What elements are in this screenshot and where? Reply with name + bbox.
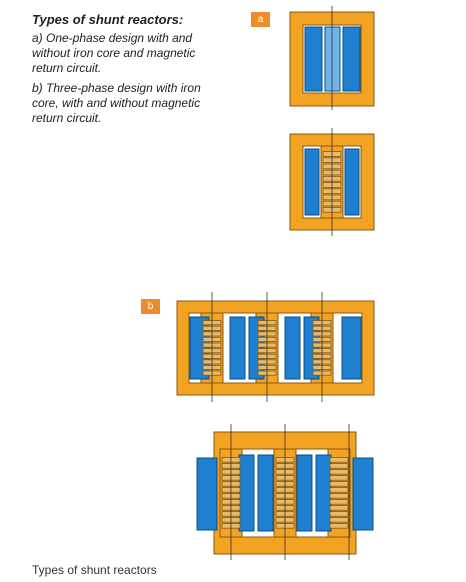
coil-winding xyxy=(324,26,341,92)
panel-label-b: b xyxy=(141,299,160,314)
single-phase-no-gap-reactor xyxy=(289,6,375,110)
core-gap-block xyxy=(329,487,349,493)
coil-winding xyxy=(196,457,218,531)
coil-winding xyxy=(315,454,332,532)
caption-block: Types of shunt reactors: a) One-phase de… xyxy=(32,12,202,131)
single-phase-gapped-reactor xyxy=(289,128,375,236)
coil-winding xyxy=(352,457,374,531)
coil-winding xyxy=(229,316,246,380)
three-phase-reactor-with-return xyxy=(176,292,375,402)
core-gap-block xyxy=(329,511,349,517)
coil-winding xyxy=(296,454,313,532)
core-gap-block xyxy=(329,481,349,487)
core-gap-block xyxy=(329,505,349,511)
coil-winding xyxy=(257,454,274,532)
three-phase-reactor-without-return xyxy=(196,424,374,560)
core-gap-block xyxy=(329,463,349,469)
core-gap-block xyxy=(329,475,349,481)
core-gap-block xyxy=(329,517,349,523)
core-gap-block xyxy=(329,469,349,475)
coil-winding xyxy=(342,26,361,92)
coil-winding xyxy=(284,316,301,380)
caption-item-b: b) Three-phase design with iron core, wi… xyxy=(32,81,201,125)
core-gap-block xyxy=(329,499,349,505)
core-gap-block xyxy=(329,523,349,529)
figure-caption: Types of shunt reactors xyxy=(32,563,157,577)
core-gap-block xyxy=(329,457,349,463)
coil-winding xyxy=(304,26,323,92)
panel-label-a: a xyxy=(251,12,270,27)
core-gap-block xyxy=(329,493,349,499)
coil-winding xyxy=(238,454,255,532)
coil-winding xyxy=(341,316,362,380)
coil-winding xyxy=(304,148,320,216)
caption-item-a: a) One-phase design with and without iro… xyxy=(32,31,196,75)
coil-winding xyxy=(344,148,360,216)
caption-title: Types of shunt reactors: xyxy=(32,12,184,27)
